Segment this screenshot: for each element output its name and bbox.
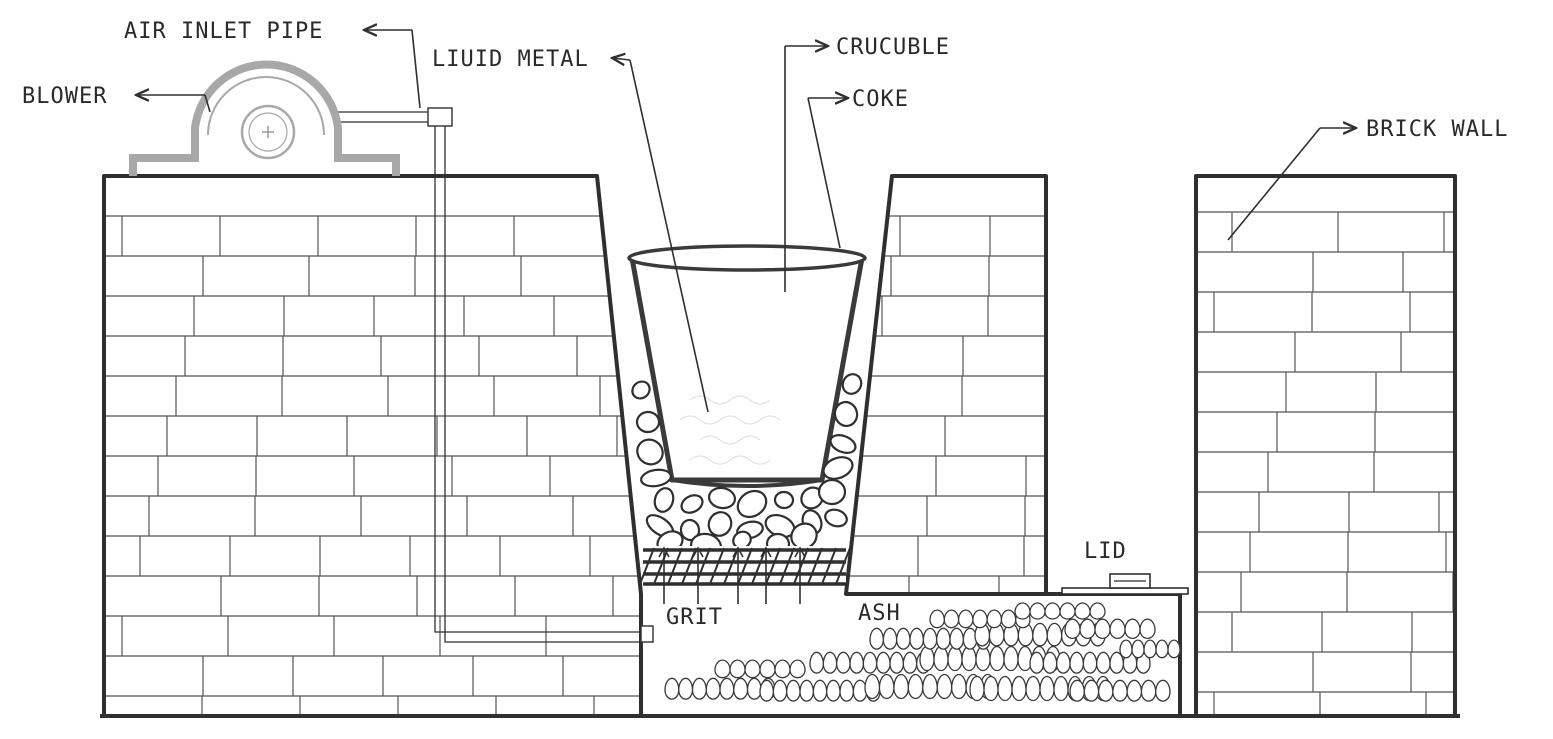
label-coke: COKE <box>852 87 909 112</box>
coke-leader <box>807 97 841 249</box>
label-brick-wall: BRICK WALL <box>1366 117 1508 142</box>
right-wall-outline <box>1194 174 1457 716</box>
crucible <box>627 244 867 488</box>
grit-grate <box>639 546 851 604</box>
liquid-metal-leader <box>629 59 709 413</box>
label-air-inlet-pipe: AIR INLET PIPE <box>124 19 323 44</box>
ash-pile <box>664 602 1181 702</box>
liquid-metal <box>679 395 781 465</box>
label-liquid-metal: LIUID METAL <box>432 47 589 72</box>
left-brick-wall <box>105 215 642 716</box>
brick-wall-leader <box>1227 127 1321 241</box>
label-grit: GRIT <box>666 605 723 630</box>
air-inlet-pipe-leader <box>411 29 421 109</box>
air-inlet-pipe <box>330 107 654 643</box>
label-ash: ASH <box>858 601 901 626</box>
label-blower: BLOWER <box>22 84 107 109</box>
blower-leader <box>204 94 211 113</box>
liquid-metal-arrow <box>612 58 631 60</box>
label-lid: LID <box>1084 539 1127 564</box>
blower <box>129 60 400 176</box>
left-wall-outline <box>102 174 643 716</box>
label-crucible: CRUCUBLE <box>836 35 950 60</box>
lid <box>1061 573 1189 595</box>
right-brick-wall <box>1196 211 1454 716</box>
